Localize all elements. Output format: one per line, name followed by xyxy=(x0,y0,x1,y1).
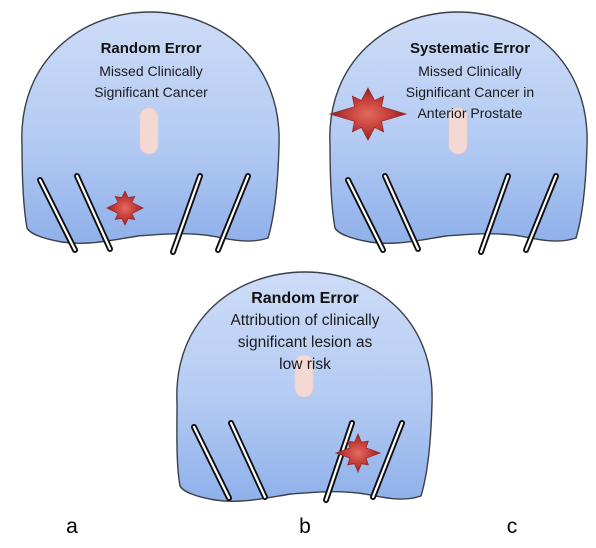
biopsy-needles xyxy=(191,420,405,503)
panel-bottom: Random Error Attribution of clinically s… xyxy=(176,271,433,503)
panel-description-line: Attribution of clinically xyxy=(230,312,379,329)
panel-top-right: Systematic Error Missed Clinically Signi… xyxy=(328,11,588,255)
panel-label-c: c xyxy=(507,515,518,538)
panel-description-line: low risk xyxy=(279,356,331,373)
cancer-lesion xyxy=(334,432,382,474)
biopsy-needles xyxy=(37,173,251,255)
panel-description-line: Significant Cancer xyxy=(94,84,208,100)
panel-title: Random Error xyxy=(101,40,202,57)
panel-description-line: Significant Cancer in xyxy=(406,84,534,100)
panel-title: Random Error xyxy=(251,290,359,307)
panel-description-line: Missed Clinically xyxy=(99,63,202,79)
panel-title: Systematic Error xyxy=(410,40,530,57)
panel-description-line: Missed Clinically xyxy=(418,63,521,79)
cancer-lesion xyxy=(106,190,144,226)
panel-description-line: significant lesion as xyxy=(238,334,373,351)
panel-label-b: b xyxy=(299,515,311,538)
panel-top-left: Random Error Missed Clinically Significa… xyxy=(21,11,280,255)
urethra xyxy=(448,107,468,155)
cancer-lesion xyxy=(328,87,408,141)
urethra xyxy=(294,354,314,398)
urethra xyxy=(139,107,159,155)
panel-label-a: a xyxy=(66,515,78,538)
biopsy-needles xyxy=(345,173,559,255)
panel-description-line: Anterior Prostate xyxy=(417,105,522,121)
